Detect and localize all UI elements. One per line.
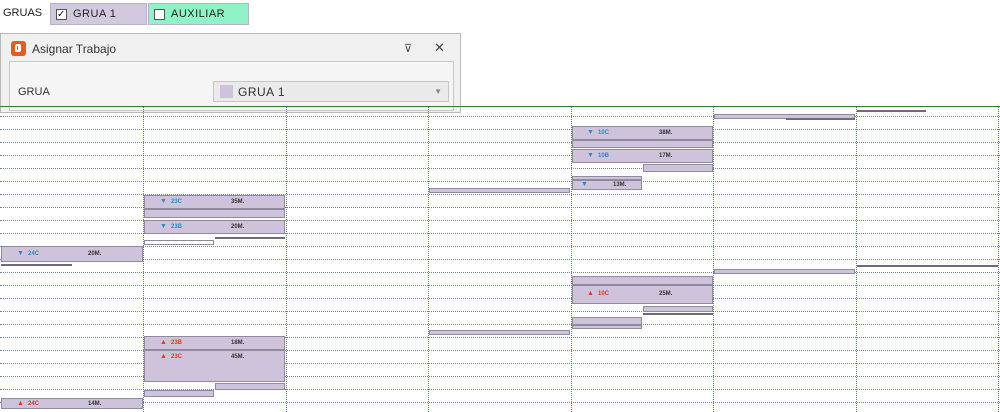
- checkbox-unchecked-icon[interactable]: [154, 8, 165, 20]
- block-length: 13M.: [613, 182, 627, 188]
- block-code: 23C: [171, 199, 183, 205]
- schedule-bar[interactable]: [429, 330, 570, 335]
- crane-toggle-auxiliar[interactable]: AUXILIAR: [148, 3, 249, 25]
- schedule-block[interactable]: ▲ 10C 25M.: [572, 285, 713, 304]
- schedule-underline: [857, 265, 998, 267]
- gruas-label: GRUAS: [3, 7, 43, 19]
- dialog-body: GRUA GRUA 1 ▼: [9, 61, 454, 111]
- schedule-block[interactable]: ▼ 24C 20M.: [1, 246, 143, 262]
- arrow-up-icon: ▲: [160, 339, 167, 346]
- schedule-underline: [857, 110, 926, 112]
- arrow-up-icon: ▲: [587, 290, 594, 297]
- block-length: 18M.: [231, 340, 245, 346]
- grua-select-value: GRUA 1: [238, 85, 286, 99]
- schedule-block[interactable]: ▼ 23B 20M.: [144, 220, 285, 234]
- arrow-down-icon: ▼: [581, 181, 588, 188]
- assign-work-dialog: Asignar Trabajo ⊽ ✕ GRUA GRUA 1 ▼: [0, 33, 461, 113]
- grua-field-label: GRUA: [18, 86, 50, 98]
- close-icon[interactable]: ✕: [434, 40, 445, 55]
- schedule-bar[interactable]: [572, 176, 642, 180]
- block-length: 20M.: [88, 251, 102, 257]
- schedule-block[interactable]: ▲ 23B 18M.: [144, 336, 285, 350]
- block-code: 23B: [171, 340, 183, 346]
- arrow-down-icon: ▼: [17, 250, 24, 257]
- pin-icon[interactable]: ⊽: [404, 43, 413, 55]
- block-length: 25M.: [659, 291, 673, 297]
- schedule-bar[interactable]: [429, 188, 570, 193]
- arrow-down-icon: ▼: [587, 152, 594, 159]
- schedule-block[interactable]: ▼ 10C 38M.: [572, 126, 713, 140]
- schedule-bar[interactable]: [144, 209, 285, 218]
- crane-toggle-label: AUXILIAR: [171, 8, 226, 20]
- block-code: 23B: [171, 224, 183, 230]
- schedule-block[interactable]: ▼ 23C 35M.: [144, 195, 285, 209]
- schedule-bar[interactable]: [714, 269, 855, 274]
- block-length: 14M.: [88, 401, 102, 407]
- schedule-bar[interactable]: [144, 390, 214, 397]
- schedule-bar[interactable]: [572, 140, 713, 148]
- arrow-up-icon: ▲: [17, 400, 24, 407]
- block-code: 10C: [598, 291, 610, 297]
- crane-color-swatch: [220, 85, 233, 98]
- schedule-grid: ▼ 10C 38M. ▼ 10B 17M. ▼ 13M. ▼ 23C 35M. …: [0, 106, 1000, 412]
- schedule-bar[interactable]: [643, 306, 713, 312]
- arrow-down-icon: ▼: [160, 223, 167, 230]
- block-length: 35M.: [231, 199, 245, 205]
- schedule-block[interactable]: ▲ 23C 45M.: [144, 350, 285, 382]
- schedule-underline: [643, 313, 713, 315]
- schedule-block[interactable]: ▼ 13M.: [572, 180, 642, 190]
- block-code: 10C: [598, 130, 610, 136]
- dialog-title: Asignar Trabajo: [32, 42, 117, 56]
- block-code: 24C: [28, 251, 40, 257]
- schedule-bar[interactable]: [215, 383, 285, 390]
- block-length: 17M.: [659, 153, 673, 159]
- schedule-bar[interactable]: [643, 164, 713, 172]
- block-length: 38M.: [659, 130, 673, 136]
- dialog-titlebar[interactable]: Asignar Trabajo ⊽ ✕: [1, 34, 460, 62]
- app-logo-icon: [11, 41, 26, 56]
- crane-toggle-label: GRUA 1: [73, 8, 117, 20]
- checkbox-checked-icon[interactable]: ✓: [56, 8, 67, 20]
- grua-select[interactable]: GRUA 1 ▼: [213, 81, 449, 102]
- schedule-block[interactable]: ▼ 10B 17M.: [572, 149, 713, 163]
- block-code: 23C: [171, 354, 183, 360]
- schedule-block[interactable]: ▲ 24C 14M.: [1, 398, 143, 409]
- crane-toggle-grua1[interactable]: ✓ GRUA 1: [50, 3, 147, 25]
- schedule-bar[interactable]: [572, 276, 713, 285]
- schedule-underline: [215, 237, 285, 239]
- block-length: 20M.: [231, 224, 245, 230]
- arrow-down-icon: ▼: [587, 129, 594, 136]
- arrow-down-icon: ▼: [160, 198, 167, 205]
- schedule-bar[interactable]: [144, 240, 214, 245]
- schedule-bar[interactable]: [572, 325, 642, 329]
- schedule-underline: [1, 264, 72, 266]
- arrow-up-icon: ▲: [160, 353, 167, 360]
- block-code: 24C: [28, 401, 40, 407]
- block-code: 10B: [598, 153, 610, 159]
- block-length: 45M.: [231, 354, 245, 360]
- schedule-bar[interactable]: [714, 114, 855, 119]
- schedule-underline: [786, 118, 855, 120]
- schedule-bar[interactable]: [572, 317, 642, 325]
- chevron-down-icon[interactable]: ▼: [434, 87, 442, 96]
